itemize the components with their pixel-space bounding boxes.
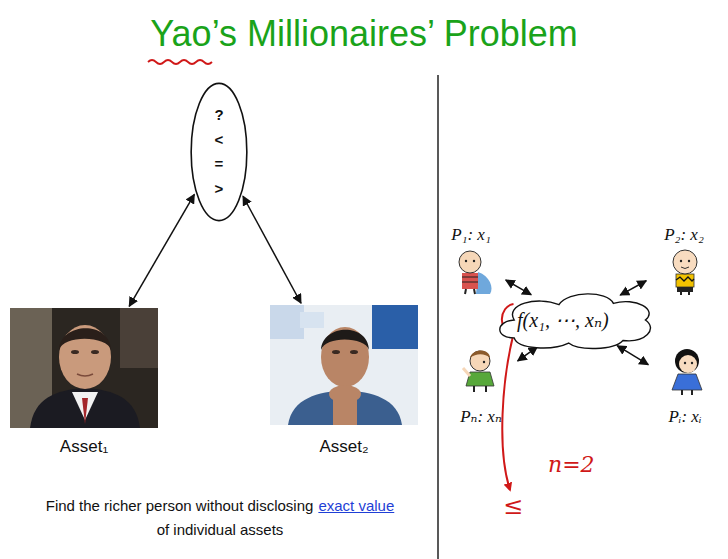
person-photo	[59, 325, 111, 389]
person-photo	[350, 350, 358, 354]
cartoon-character	[473, 386, 475, 392]
person-photo-node: Asset₂	[270, 305, 418, 460]
cloud-outline	[500, 294, 651, 349]
cartoon-character	[462, 277, 478, 278]
person-photo	[321, 327, 369, 387]
caption-text: of individual assets	[8, 518, 432, 542]
wavy-underline	[148, 60, 212, 64]
double-arrow	[243, 196, 301, 303]
person-photo	[10, 308, 158, 428]
ellipse-outline	[190, 82, 248, 222]
person-photo	[82, 398, 88, 424]
double-arrow	[620, 281, 646, 295]
handwritten-note: n=2	[548, 452, 595, 477]
panel-divider	[437, 75, 439, 559]
cartoon-character	[485, 386, 487, 392]
cartoon-character	[465, 289, 466, 294]
cartoon-character	[459, 251, 492, 294]
cartoon-character	[681, 390, 683, 395]
cartoon-character	[462, 273, 478, 289]
person-photo	[332, 350, 340, 354]
function-cloud: f(x₁, ⋯, xₙ)	[495, 288, 655, 352]
cartoon-character	[459, 251, 481, 273]
cartoon-character	[462, 282, 478, 283]
person-photo	[372, 305, 418, 349]
person-photo	[30, 388, 140, 428]
annotation-arrow	[502, 334, 513, 490]
person-photo	[270, 305, 418, 425]
caption-block: Find the richer person without disclosin…	[8, 494, 432, 542]
double-arrow	[506, 280, 531, 295]
ellipse-outline	[191, 83, 247, 220]
person-photo	[270, 305, 418, 425]
caption-highlight: exact value	[318, 497, 394, 514]
person-photo	[120, 308, 158, 368]
person-photo-node: Asset₁	[10, 308, 158, 460]
asset-label: Asset₂	[319, 436, 368, 458]
cartoon-character	[470, 351, 490, 359]
party-label: P₂: x₂	[664, 224, 704, 246]
party-label: P₁: x₁	[451, 224, 491, 246]
party-node: P₁: x₁	[438, 224, 504, 296]
person-photo	[71, 350, 79, 354]
cartoon-character	[672, 349, 702, 395]
cartoon-character	[672, 374, 702, 390]
person-photo	[77, 374, 93, 376]
handwritten-symbol: ≤	[503, 492, 523, 520]
comparison-symbol: ?	[214, 106, 223, 124]
double-arrow	[617, 346, 648, 365]
comparison-symbol: =	[215, 155, 224, 173]
person-photo	[59, 328, 111, 350]
cartoon-character	[688, 292, 690, 295]
double-arrow	[518, 347, 538, 361]
cartoon-character	[673, 250, 697, 295]
cartoon-character	[465, 260, 467, 262]
party-node: Pₙ: xₙ	[446, 346, 516, 428]
party-label: Pᵢ: xᵢ	[668, 406, 701, 428]
cartoon-character	[463, 351, 494, 393]
person-photo	[300, 312, 324, 328]
cartoon-character	[474, 289, 475, 294]
asset-label: Asset₁	[60, 436, 108, 458]
person-photo	[321, 330, 369, 350]
cartoon-character	[673, 250, 697, 274]
double-arrow	[129, 194, 194, 306]
cartoon-character	[681, 267, 689, 269]
person-photo	[10, 308, 158, 428]
cartoon-character	[675, 349, 699, 373]
cartoon-character	[473, 260, 475, 262]
caption-text: Find the richer person without disclosin…	[46, 497, 314, 514]
slide-title: Yao’s Millionaires’ Problem	[0, 12, 728, 55]
party-node: P₂: x₂	[648, 224, 720, 296]
cartoon-character	[676, 274, 694, 287]
cartoon-character	[691, 390, 693, 395]
cartoon-character	[676, 277, 694, 281]
cartoon-character	[688, 260, 690, 262]
party-node: Pᵢ: xᵢ	[650, 346, 720, 428]
party-label: Pₙ: xₙ	[460, 406, 502, 428]
cartoon-character	[470, 351, 490, 371]
cartoon-character	[476, 272, 492, 294]
cartoon-character	[463, 368, 470, 376]
cartoon-character	[684, 362, 686, 364]
cartoon-character	[483, 361, 485, 363]
comparison-symbol: >	[215, 180, 224, 198]
person-photo	[270, 305, 304, 339]
cartoon-character	[680, 292, 682, 295]
comparison-symbol: <	[215, 131, 224, 149]
cartoon-character	[679, 355, 697, 373]
person-photo	[91, 350, 99, 354]
cartoon-character	[680, 260, 682, 262]
function-label: f(x₁, ⋯, xₙ)	[517, 308, 609, 332]
cartoon-character	[691, 362, 693, 364]
cartoon-character	[677, 287, 693, 292]
person-photo	[333, 396, 357, 425]
comparison-ellipse: ? < = >	[190, 82, 248, 222]
